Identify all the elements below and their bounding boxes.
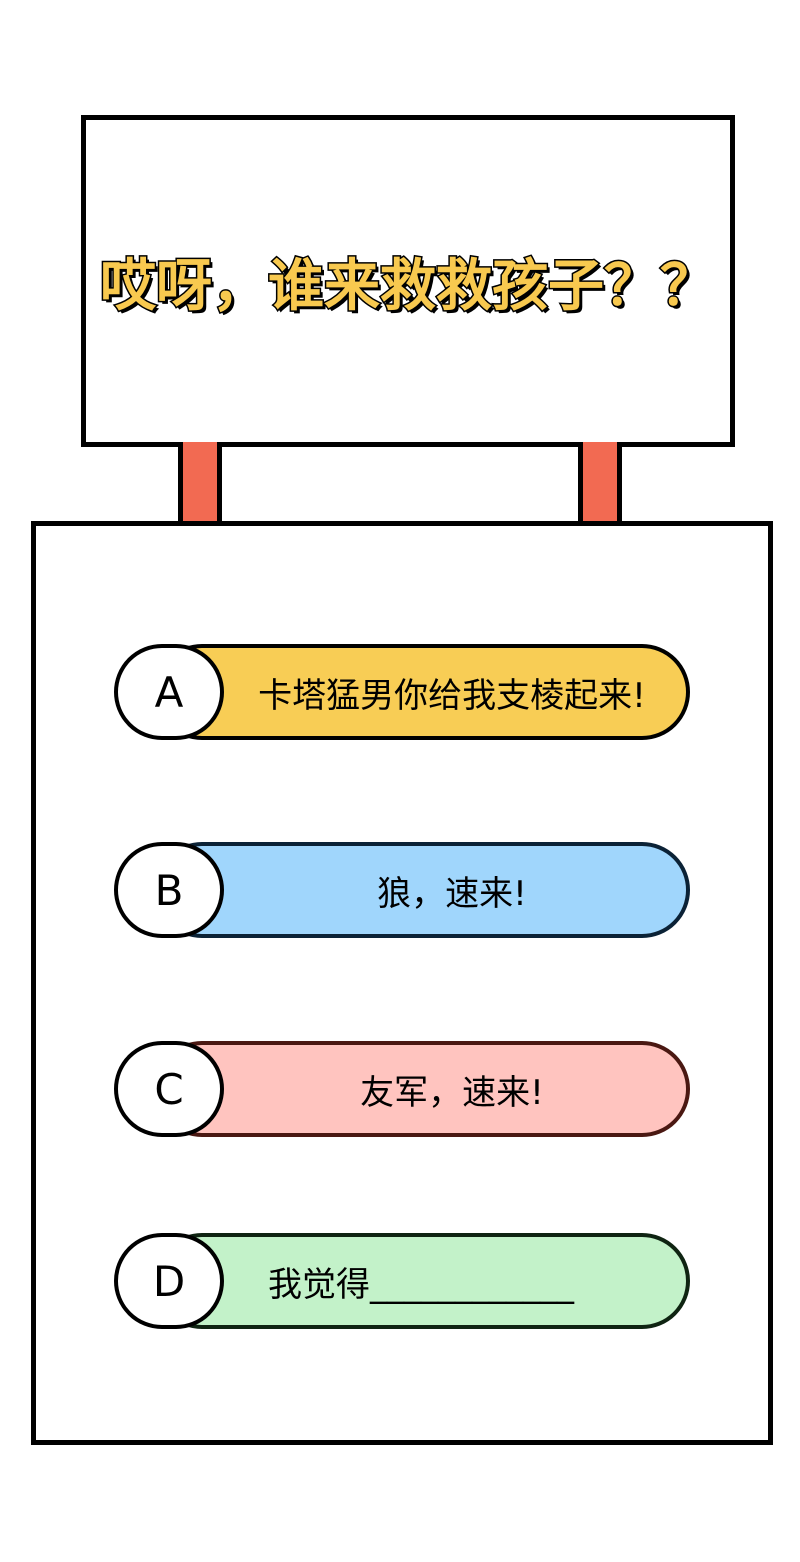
option-d-pill[interactable]: 我觉得____________ xyxy=(154,1233,690,1329)
option-a-text: 卡塔猛男你给我支棱起来! xyxy=(258,675,646,716)
sign-board: 哎呀，谁来救救孩子？？ xyxy=(81,115,735,447)
option-b-pill[interactable]: 狼，速来! xyxy=(154,842,690,938)
option-b-text: 狼，速来! xyxy=(377,873,527,914)
option-c-badge: C xyxy=(114,1041,224,1137)
option-c[interactable]: 友军，速来! C xyxy=(114,1041,690,1137)
option-a-pill[interactable]: 卡塔猛男你给我支棱起来! xyxy=(154,644,690,740)
sign-title: 哎呀，谁来救救孩子？？ xyxy=(99,252,718,320)
option-a[interactable]: 卡塔猛男你给我支棱起来! A xyxy=(114,644,690,740)
option-c-pill[interactable]: 友军，速来! xyxy=(154,1041,690,1137)
option-c-text: 友军，速来! xyxy=(360,1072,544,1113)
option-d-text: 我觉得____________ xyxy=(268,1264,574,1305)
sign-post-left xyxy=(178,442,222,522)
option-b[interactable]: 狼，速来! B xyxy=(114,842,690,938)
option-d[interactable]: 我觉得____________ D xyxy=(114,1233,690,1329)
sign-post-right xyxy=(578,442,622,522)
option-a-badge: A xyxy=(114,644,224,740)
option-b-badge: B xyxy=(114,842,224,938)
option-d-badge: D xyxy=(114,1233,224,1329)
